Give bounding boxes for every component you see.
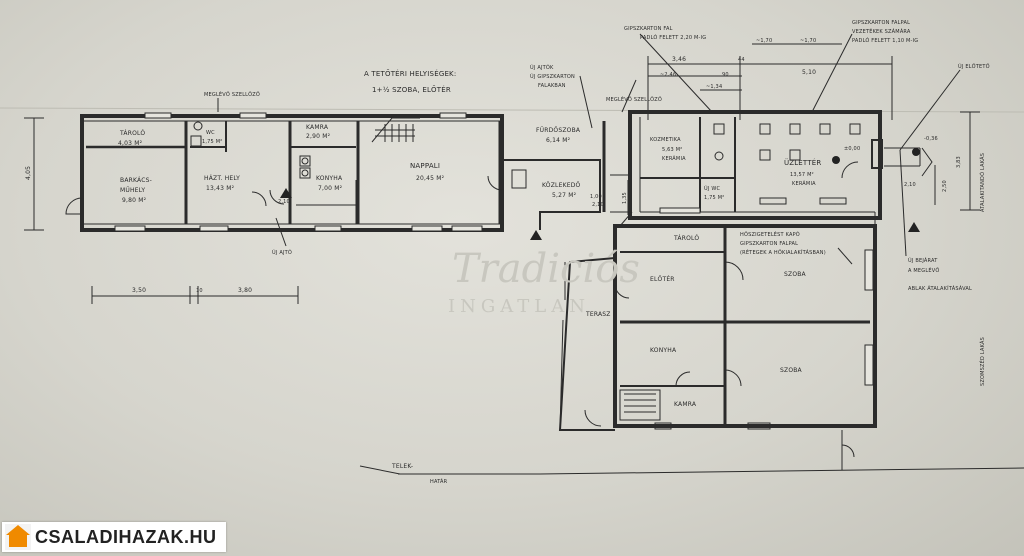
watermark-logo-sub: INGATLAN bbox=[448, 296, 590, 317]
level-marker-icon bbox=[912, 148, 920, 156]
room-name: KONYHA bbox=[316, 175, 343, 182]
room-area: 5,27 M² bbox=[552, 192, 577, 199]
room-name: HÁZT. HELY bbox=[204, 175, 240, 182]
left-wing-walls bbox=[65, 112, 606, 232]
note-gipszkarton-fal-sub: PADLÓ FELETT 2,20 M-IG bbox=[640, 34, 706, 41]
dimension-label: -0,36 bbox=[924, 136, 938, 142]
note-retegek: (RÉTEGEK A HŐKIALAKÍTÁSBAN) bbox=[740, 248, 826, 256]
room-area: 20,45 M² bbox=[416, 175, 445, 182]
room-area: 1,75 M² bbox=[202, 139, 222, 145]
dimension-label: 2,10 bbox=[278, 199, 290, 205]
note-uj-ajtok: ÚJ AJTÓK bbox=[530, 64, 554, 71]
entry-arrow-icon bbox=[280, 188, 292, 198]
room-name: MŰHELY bbox=[120, 187, 145, 194]
dimension-label: 3,83 bbox=[956, 156, 962, 168]
entry-arrow-icon bbox=[908, 222, 920, 232]
site-badge[interactable]: CSALADIHAZAK.HU bbox=[2, 522, 226, 552]
note-gipszkarton-falpal-2: GIPSZKARTON FALPAL bbox=[740, 241, 798, 247]
note-ablak: ABLAK ÁTALAKÍTÁSÁVAL bbox=[908, 285, 972, 292]
note-uj-gipszkarton: ÚJ GIPSZKARTON bbox=[530, 73, 575, 80]
property-line bbox=[359, 465, 1024, 475]
note-meglevo-szellozo-2: MEGLÉVŐ SZELLŐZŐ bbox=[606, 95, 662, 103]
room-name: TÁROLÓ bbox=[119, 130, 145, 137]
right-block-walls bbox=[610, 110, 933, 220]
watermark-logo: Tradiciós bbox=[452, 246, 640, 292]
note-gipszkarton-falpal: GIPSZKARTON FALPAL bbox=[852, 20, 910, 26]
room-area: 1,75 M² bbox=[704, 195, 724, 201]
note-hoszigeteles: HŐSZIGETELÉST KAPÓ bbox=[740, 230, 800, 238]
note-falakban: FALAKBAN bbox=[538, 83, 566, 89]
entry-arrow-icon bbox=[530, 230, 542, 240]
room-name: TÁROLÓ bbox=[673, 235, 699, 242]
dimension-label: 4,05 bbox=[25, 166, 32, 180]
site-badge-text: CSALADIHAZAK.HU bbox=[35, 526, 217, 547]
room-name: KOZMETIKA bbox=[650, 137, 681, 143]
dimension-label: 44 bbox=[738, 57, 745, 63]
plan-heading-1: A TETŐTÉRI HELYISÉGEK: bbox=[364, 69, 456, 78]
room-name: KÖZLEKEDŐ bbox=[542, 182, 581, 189]
room-name: TERASZ bbox=[585, 311, 611, 318]
room-name: ÜZLETTÉR bbox=[784, 158, 821, 167]
dimension-label: 1,00 bbox=[590, 194, 602, 200]
dimension-label: 90 bbox=[722, 72, 729, 78]
note-uj-bejarat: ÚJ BEJÁRAT bbox=[908, 257, 938, 264]
note-a-meglevo: A MEGLÉVŐ bbox=[908, 266, 939, 274]
dimension-lines bbox=[24, 33, 980, 304]
room-name: ÚJ WC bbox=[704, 185, 720, 192]
room-floor: KERÁMIA bbox=[662, 155, 686, 162]
room-name: SZOBA bbox=[784, 271, 807, 278]
dimension-label: 10 bbox=[196, 288, 203, 294]
room-area: 4,03 M² bbox=[118, 140, 143, 147]
note-uj-ajto: ÚJ AJTÓ bbox=[272, 249, 292, 256]
dimension-label: ~1,70 bbox=[756, 38, 772, 44]
room-area: 2,90 M² bbox=[306, 133, 331, 140]
room-name: KAMRA bbox=[306, 124, 329, 131]
room-area: 6,14 M² bbox=[546, 137, 571, 144]
dimension-label: 3,46 bbox=[672, 56, 686, 63]
room-area: 7,00 M² bbox=[318, 185, 343, 192]
note-gipszkarton-fal: GIPSZKARTON FAL bbox=[624, 26, 673, 32]
plan-heading-2: 1+½ SZOBA, ELŐTÉR bbox=[372, 85, 451, 94]
dimension-label: 3,50 bbox=[132, 287, 146, 294]
level-marker-icon bbox=[832, 156, 840, 164]
dimension-label: 5,10 bbox=[802, 69, 816, 76]
note-vezetekek: VEZETÉKEK SZÁMÁRA bbox=[852, 27, 911, 35]
room-area: 5,63 M² bbox=[662, 147, 682, 153]
label-street-2: SZOMSZÉD LAKÁS bbox=[978, 337, 986, 386]
note-telek: TELEK- bbox=[391, 463, 413, 470]
dimension-label: ±0,00 bbox=[844, 146, 860, 152]
dimension-label: ~2,46 bbox=[660, 72, 676, 78]
room-name: SZOBA bbox=[780, 367, 803, 374]
room-name: KONYHA bbox=[650, 347, 677, 354]
note-meglevo-szellozo: MEGLÉVŐ SZELLŐZŐ bbox=[204, 90, 260, 98]
dimension-label: 1,35 bbox=[622, 192, 628, 204]
room-name: KAMRA bbox=[674, 401, 697, 408]
dimension-label: 2,50 bbox=[942, 180, 948, 192]
dimension-label: 3,80 bbox=[238, 287, 252, 294]
dimension-label: 2,10 bbox=[904, 182, 916, 188]
room-name: ELŐTÉR bbox=[650, 275, 675, 283]
room-name: NAPPALI bbox=[410, 162, 440, 170]
room-area: 9,80 M² bbox=[122, 197, 147, 204]
room-area: 13,43 M² bbox=[206, 185, 235, 192]
note-padlo-felett: PADLÓ FELETT 1,10 M-IG bbox=[852, 37, 918, 44]
dimension-label: ~1,70 bbox=[800, 38, 816, 44]
note-uj-eloteto: ÚJ ELŐTETŐ bbox=[958, 63, 990, 70]
room-area: 13,57 M² bbox=[790, 172, 814, 178]
label-street-1: ÁTALAKITANDÓ LAKÁS bbox=[979, 153, 986, 212]
dimension-label: 2,10 bbox=[592, 202, 604, 208]
room-name: FÜRDŐSZOBA bbox=[536, 127, 581, 134]
room-name: BARKÁCS- bbox=[120, 177, 152, 184]
house-icon bbox=[5, 524, 31, 550]
dimension-label: ~1,34 bbox=[706, 84, 722, 90]
room-floor: KERÁMIA bbox=[792, 180, 816, 187]
room-name: WC bbox=[206, 130, 215, 136]
lower-house-walls bbox=[558, 211, 877, 470]
note-hatar: HATÁR bbox=[430, 478, 448, 485]
